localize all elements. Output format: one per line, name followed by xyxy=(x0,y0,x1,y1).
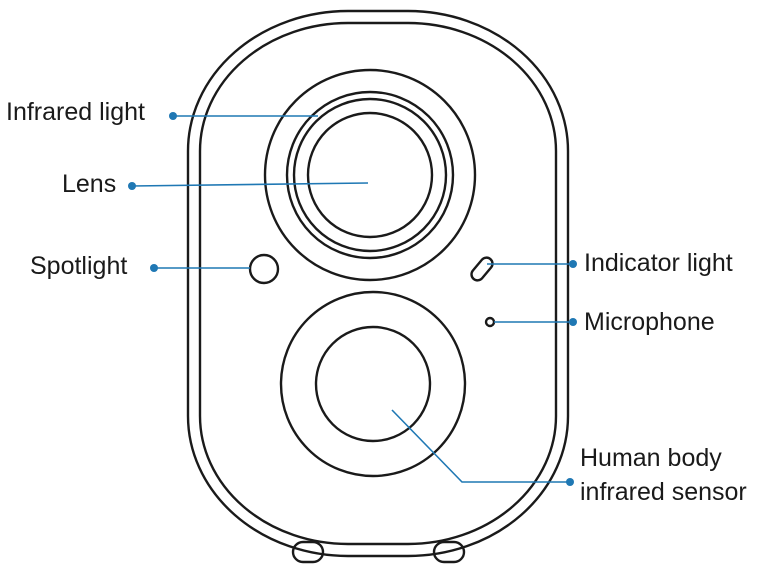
infrared-light-ring xyxy=(263,68,477,282)
microphone xyxy=(484,316,496,328)
sensor-outer-ring xyxy=(279,290,467,478)
infrared-light-leader-dot xyxy=(169,112,177,120)
camera-body-outer xyxy=(186,9,570,558)
microphone-label: Microphone xyxy=(584,308,715,336)
camera-body-inner xyxy=(198,21,558,546)
human-body-infrared-sensor xyxy=(314,325,432,443)
indicator-light-leader-dot xyxy=(569,260,577,268)
lens-label: Lens xyxy=(62,170,117,198)
human-body-label-line1: Human body xyxy=(580,444,722,472)
right-foot xyxy=(432,540,466,564)
spotlight-leader-dot xyxy=(150,264,158,272)
spotlight-label: Spotlight xyxy=(30,252,128,280)
human-body-label-line2: infrared sensor xyxy=(580,478,747,506)
left-foot xyxy=(291,540,325,564)
lens-leader xyxy=(131,182,369,187)
lens-middle-ring xyxy=(292,97,448,253)
lens-outer-ring xyxy=(285,90,455,260)
lens-leader-dot xyxy=(128,182,136,190)
lens xyxy=(306,111,434,239)
indicator-light-label: Indicator light xyxy=(584,249,733,277)
infrared-light-label: Infrared light xyxy=(6,98,145,126)
spotlight xyxy=(248,253,280,285)
indicator-light xyxy=(470,256,494,282)
sensor-leader-dot xyxy=(566,478,574,486)
sensor-leader xyxy=(391,409,570,483)
microphone-leader-dot xyxy=(569,318,577,326)
